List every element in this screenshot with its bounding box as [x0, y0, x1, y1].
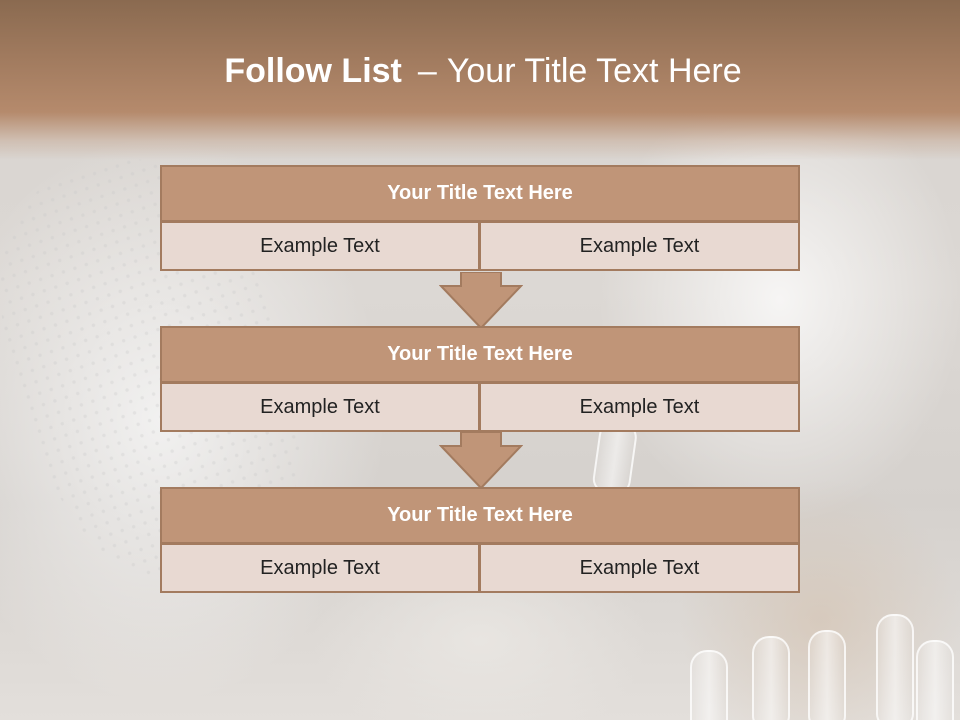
test-tube	[690, 650, 728, 720]
follow-block-2: Your Title Text Here Example Text Exampl…	[160, 326, 800, 432]
title-separator: –	[417, 52, 437, 90]
block-title: Your Title Text Here	[160, 165, 800, 222]
block-left-cell: Example Text	[160, 222, 480, 271]
block-title: Your Title Text Here	[160, 326, 800, 383]
title-bold-part: Follow List	[224, 52, 402, 90]
test-tube	[752, 636, 790, 720]
block-right-cell: Example Text	[480, 222, 800, 271]
test-tube	[808, 630, 846, 720]
block-right-cell: Example Text	[480, 544, 800, 593]
follow-block-1: Your Title Text Here Example Text Exampl…	[160, 165, 800, 271]
test-tube	[916, 640, 954, 720]
follow-block-3: Your Title Text Here Example Text Exampl…	[160, 487, 800, 593]
block-right-cell: Example Text	[480, 383, 800, 432]
down-arrow-icon	[439, 272, 523, 330]
header-band	[0, 0, 960, 160]
slide-title: Follow List–Your Title Text Here	[0, 52, 960, 91]
title-rest-part: Your Title Text Here	[446, 52, 742, 90]
test-tube	[876, 614, 914, 720]
block-left-cell: Example Text	[160, 544, 480, 593]
down-arrow-icon	[439, 432, 523, 490]
block-left-cell: Example Text	[160, 383, 480, 432]
block-title: Your Title Text Here	[160, 487, 800, 544]
